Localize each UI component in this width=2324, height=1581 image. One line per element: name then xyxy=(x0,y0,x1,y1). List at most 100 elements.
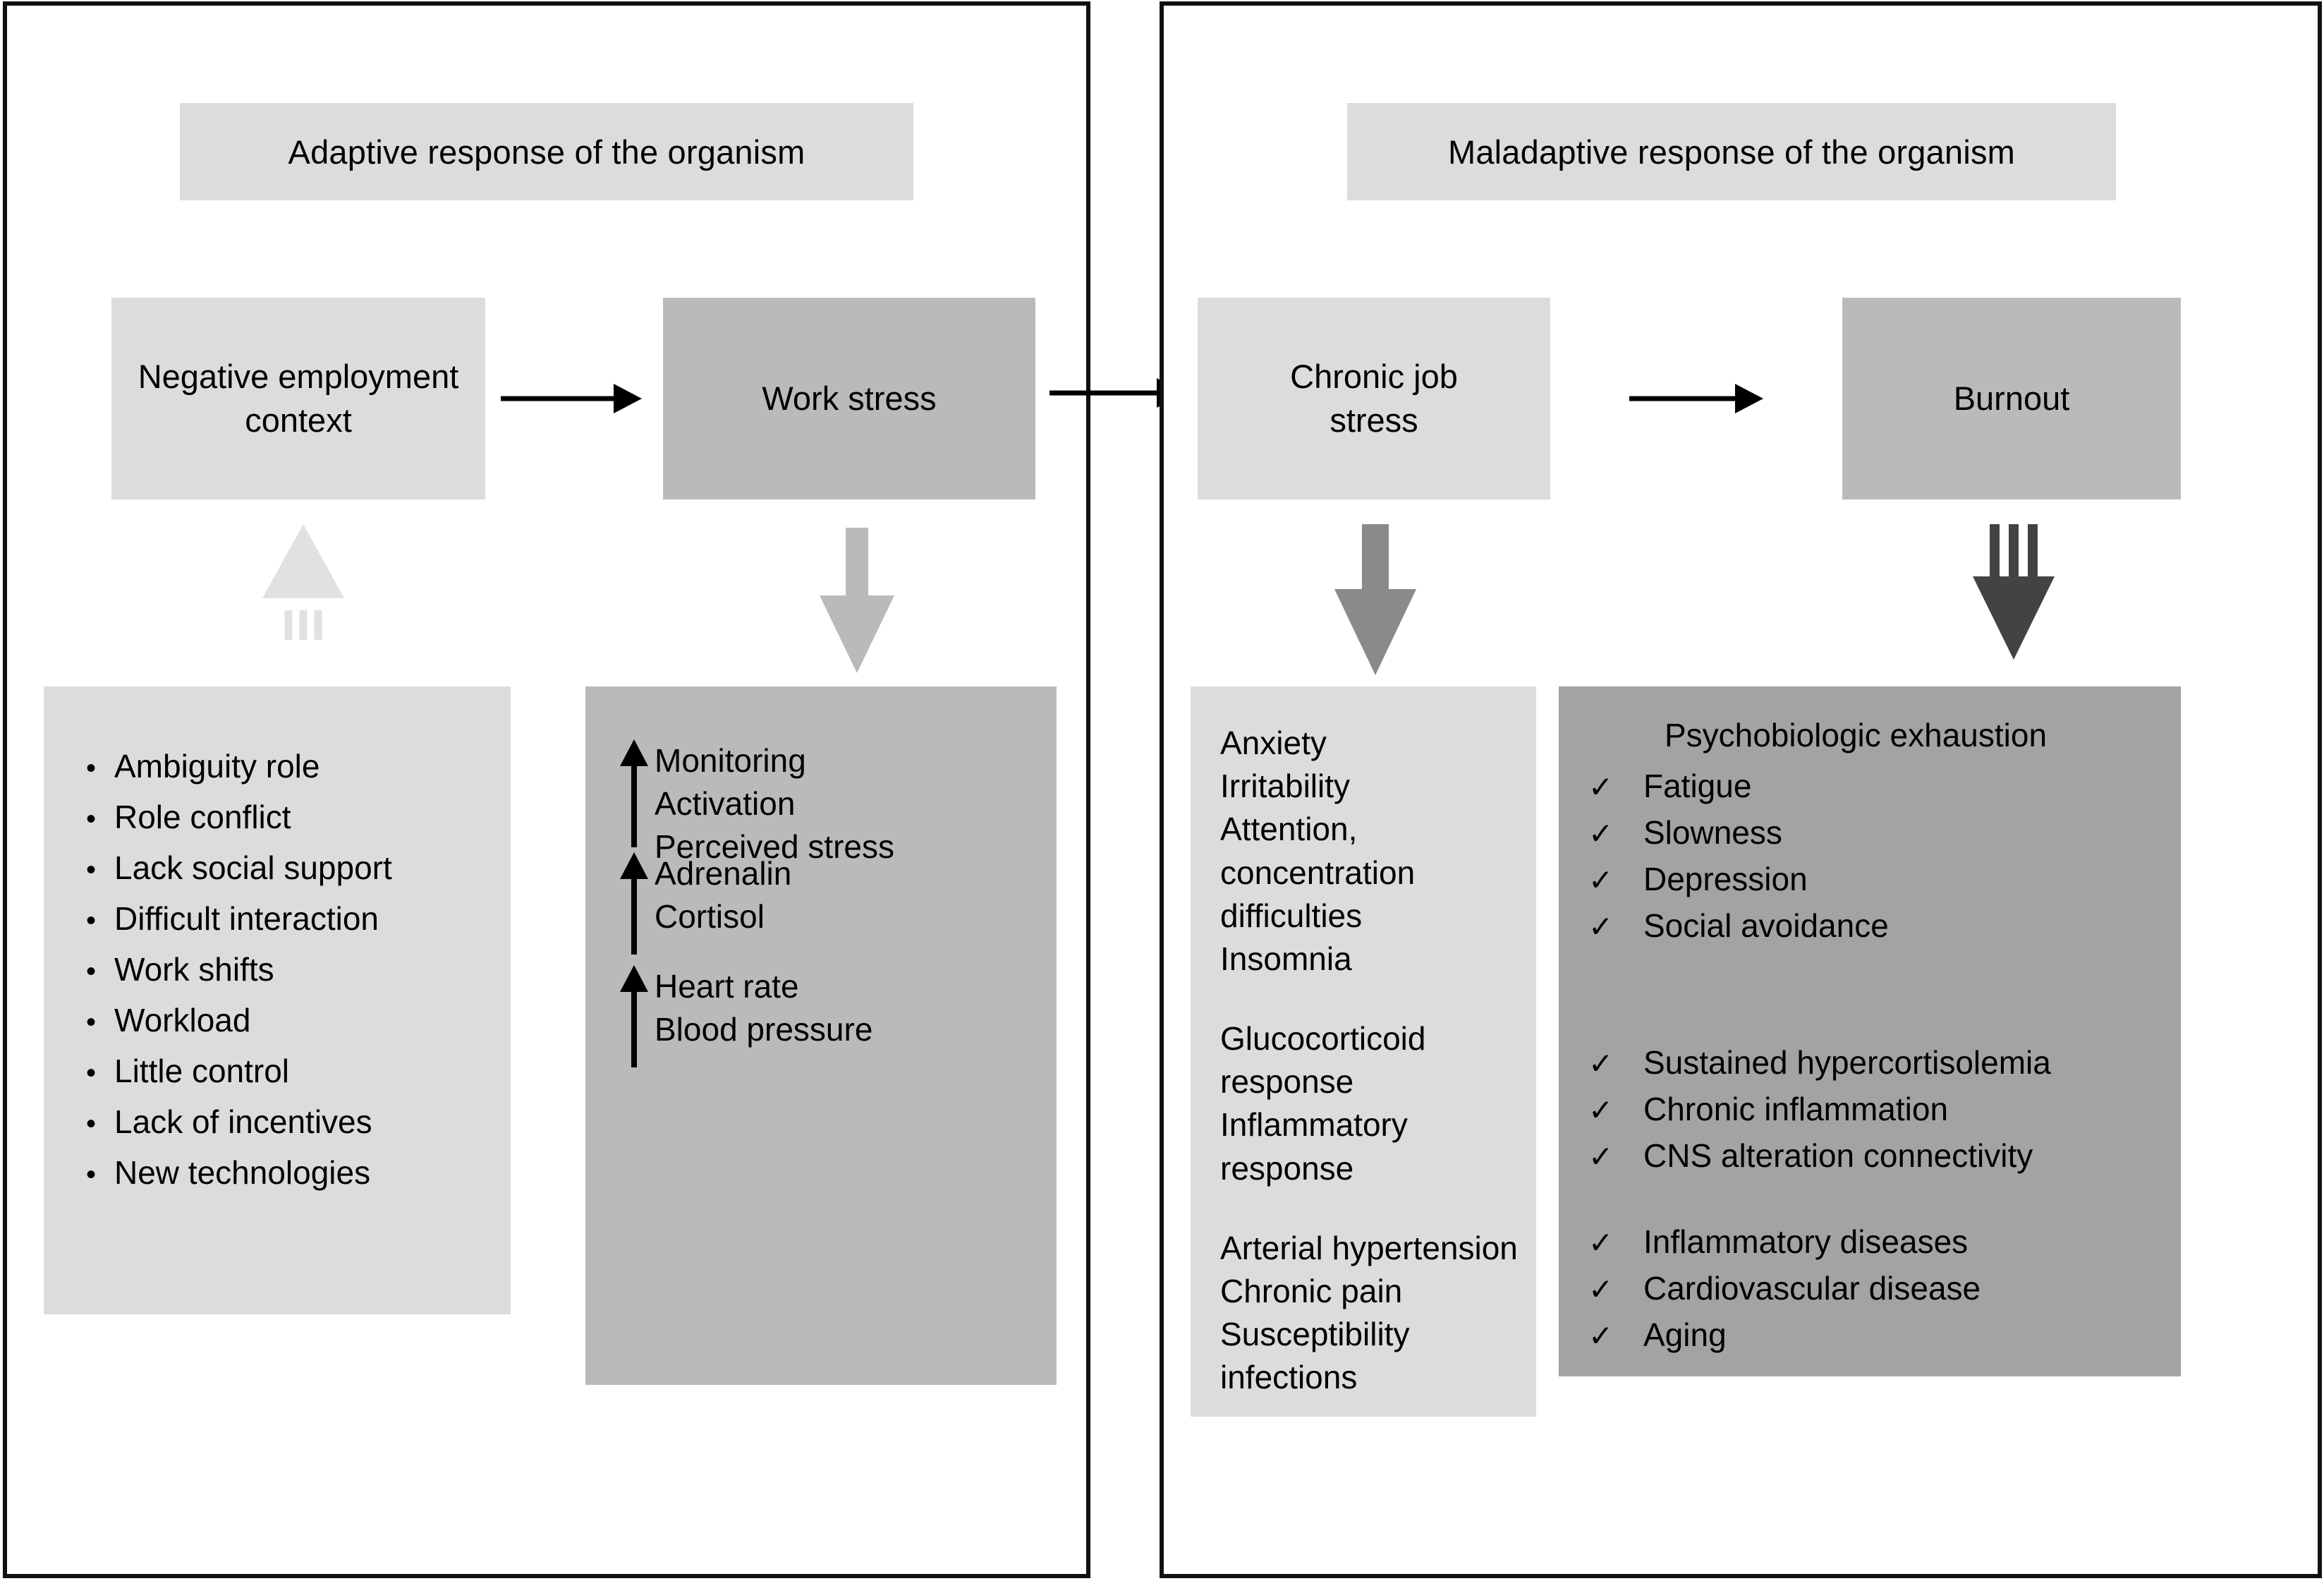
node-burnout: Burnout xyxy=(1842,298,2181,499)
check-icon: ✓ xyxy=(1588,1094,1614,1127)
spacer xyxy=(1588,956,2181,1046)
list-item: ✓ Slowness xyxy=(1588,816,2181,849)
list-item-label: Lack of incentives xyxy=(114,1103,372,1140)
node-label-work-stress: Work stress xyxy=(762,379,937,417)
check-icon: ✓ xyxy=(1588,1047,1614,1080)
list-item: ✓ Aging xyxy=(1588,1319,2181,1351)
list-item: • New technologies xyxy=(86,1156,511,1189)
bullet-dot-icon: • xyxy=(86,905,97,936)
list-item: • Difficult interaction xyxy=(86,902,511,935)
detail-box-burnout-outcomes: Psychobiologic exhaustion ✓ Fatigue ✓ Slow… xyxy=(1559,686,2181,1376)
node-label-negative-employment-context: Negative employment context xyxy=(138,357,459,439)
bullet-dot-icon: • xyxy=(86,1159,97,1190)
list-item-label: New technologies xyxy=(114,1154,371,1191)
panel-maladaptive-response: Maladaptive response of the organism Chr… xyxy=(1160,1,2322,1578)
node-chronic-job-stress: Chronic job stress xyxy=(1198,298,1550,499)
bullet-dot-icon: • xyxy=(86,1007,97,1038)
spacer xyxy=(1220,981,1536,1017)
list-item-label: Cardiovascular disease xyxy=(1643,1270,1981,1307)
node-label-burnout: Burnout xyxy=(1953,379,2070,417)
symptom-line: Insomnia xyxy=(1220,940,1352,977)
list-item: ✓ Social avoidance xyxy=(1588,909,2181,942)
effect-line: Monitoring xyxy=(655,742,806,779)
node-work-stress: Work stress xyxy=(663,298,1035,499)
burnout-outcome-content: Psychobiologic exhaustion ✓ Fatigue ✓ Slow… xyxy=(1559,716,2181,1351)
check-icon: ✓ xyxy=(1588,817,1614,850)
effect-line: Cortisol xyxy=(655,898,765,935)
check-icon: ✓ xyxy=(1588,770,1614,804)
arrow-down-chronic-job-stress-icon xyxy=(1308,524,1442,686)
list-item-label: Social avoidance xyxy=(1643,907,1889,944)
check-icon: ✓ xyxy=(1588,1273,1614,1306)
list-item-label: Slowness xyxy=(1643,814,1782,851)
bullet-dot-icon: • xyxy=(86,804,97,835)
bullet-dot-icon: • xyxy=(86,956,97,987)
bullet-dot-icon: • xyxy=(86,854,97,885)
effect-line: Adrenalin xyxy=(655,855,792,892)
list-item-label: Inflammatory diseases xyxy=(1643,1223,1969,1260)
list-item-label: Chronic inflammation xyxy=(1643,1091,1949,1127)
effect-group-cardiovascular-lines: Heart rate Blood pressure xyxy=(649,965,872,1051)
arrow-down-work-stress-icon xyxy=(790,528,924,679)
list-item: • Work shifts xyxy=(86,953,511,986)
panel-header-maladaptive: Maladaptive response of the organism xyxy=(1347,103,2116,200)
list-item: ✓ CNS alteration connectivity xyxy=(1588,1139,2181,1172)
arrow-context-to-work-stress xyxy=(501,384,642,413)
list-item-label: CNS alteration connectivity xyxy=(1643,1137,2033,1174)
effect-line: Blood pressure xyxy=(655,1011,873,1048)
symptom-line: Attention, concentration difficulties xyxy=(1220,811,1416,934)
symptom-line: Anxiety xyxy=(1220,725,1327,761)
spacer xyxy=(1220,1190,1536,1227)
list-item-label: Lack social support xyxy=(114,849,392,886)
list-item-label: Workload xyxy=(114,1002,251,1038)
list-item: • Ambiguity role xyxy=(86,750,511,782)
list-item-label: Ambiguity role xyxy=(114,748,320,785)
effect-group-hormonal: Adrenalin Cortisol xyxy=(619,852,791,955)
effect-group-hormonal-lines: Adrenalin Cortisol xyxy=(649,852,791,938)
effect-group-cardiovascular: Heart rate Blood pressure xyxy=(619,965,872,1067)
bullet-dot-icon: • xyxy=(86,1108,97,1139)
list-item: ✓ Fatigue xyxy=(1588,770,2181,802)
burnout-check-list: ✓ Fatigue ✓ Slowness ✓ Depression ✓ Social a… xyxy=(1588,770,2181,1351)
list-item: ✓ Inflammatory diseases xyxy=(1588,1225,2181,1258)
burnout-outcomes-title: Psychobiologic exhaustion xyxy=(1664,717,2048,753)
symptom-line: Chronic pain xyxy=(1220,1272,1403,1309)
effect-line: Heart rate xyxy=(655,968,799,1005)
node-negative-employment-context: Negative employment context xyxy=(111,298,485,499)
check-icon: ✓ xyxy=(1588,864,1614,897)
list-item: ✓ Cardiovascular disease xyxy=(1588,1272,2181,1304)
bullet-dot-icon: • xyxy=(86,753,97,784)
arrow-up-context-feedback-icon xyxy=(257,524,349,658)
spacer xyxy=(1588,1186,2181,1225)
list-item: •Role conflict xyxy=(86,801,511,833)
effect-line: Perceived stress xyxy=(655,828,895,866)
list-item: •Little control xyxy=(86,1055,511,1087)
node-label-chronic-job-stress: Chronic job stress xyxy=(1290,357,1458,439)
list-item: ✓ Sustained hypercortisolemia xyxy=(1588,1046,2181,1079)
list-item-label: Aging xyxy=(1643,1316,1727,1353)
arrow-chronic-to-burnout xyxy=(1629,384,1770,413)
arrow-down-burnout-icon xyxy=(1947,524,2081,690)
list-item: ✓ Depression xyxy=(1588,863,2181,895)
panel-header-adaptive: Adaptive response of the organism xyxy=(180,103,913,200)
effect-group-psychological: Monitoring Activation Perceived stress xyxy=(619,739,894,869)
check-icon: ✓ xyxy=(1588,1319,1614,1352)
check-icon: ✓ xyxy=(1588,1226,1614,1259)
list-item-label: Difficult interaction xyxy=(114,900,379,937)
list-item-label: Sustained hypercortisolemia xyxy=(1643,1044,2051,1081)
list-item-label: Fatigue xyxy=(1643,768,1752,804)
check-icon: ✓ xyxy=(1588,910,1614,943)
stressor-bullet-list: • Ambiguity role •Role conflict • Lack soc… xyxy=(86,750,511,1189)
detail-box-work-stress-effects: Monitoring Activation Perceived stress A… xyxy=(585,686,1057,1385)
list-item-label: Work shifts xyxy=(114,951,274,988)
list-item: • Workload xyxy=(86,1004,511,1036)
check-icon: ✓ xyxy=(1588,1140,1614,1173)
panel-adaptive-response: Adaptive response of the organism Negati… xyxy=(3,1,1090,1578)
detail-box-work-stressors: • Ambiguity role •Role conflict • Lack soc… xyxy=(44,686,511,1314)
list-item: • Lack of incentives xyxy=(86,1106,511,1138)
symptom-line: Glucocorticoid response xyxy=(1220,1020,1426,1101)
symptom-line: Irritability xyxy=(1220,768,1351,805)
list-item-label: Depression xyxy=(1643,861,1808,897)
symptom-line: Inflammatory response xyxy=(1220,1106,1408,1187)
